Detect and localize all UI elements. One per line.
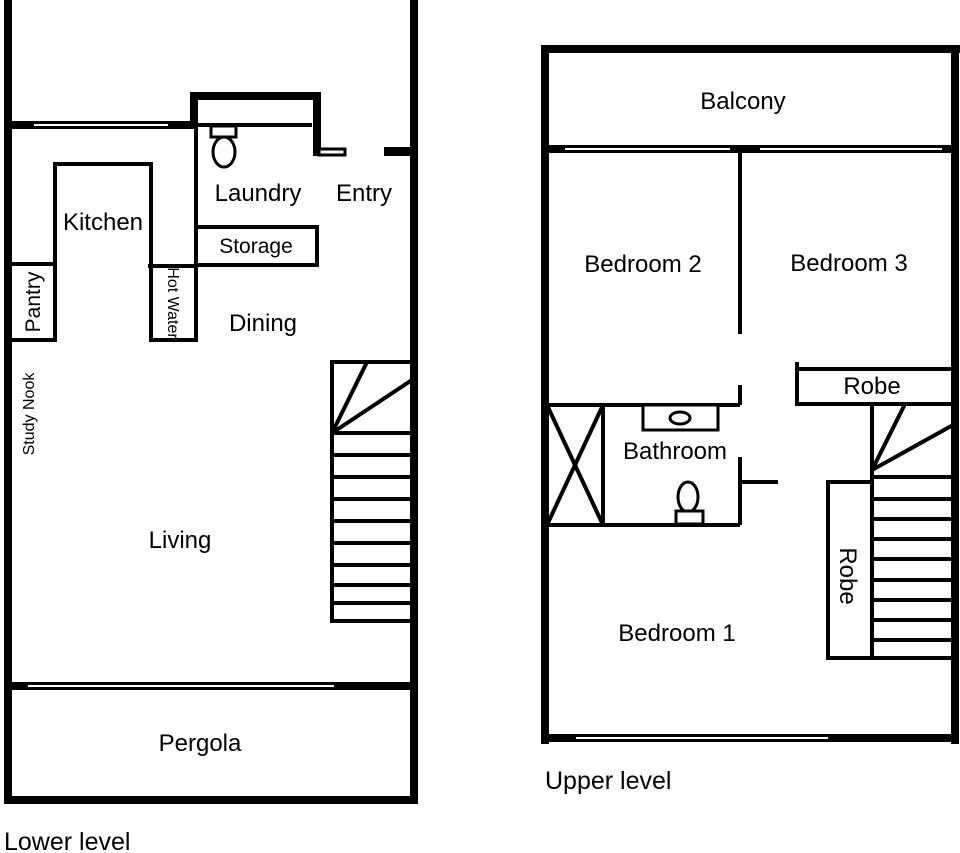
lower-top-window [8, 121, 196, 129]
upper-level-plan: Balcony Bedroom 2 Bedroom 3 Robe Bathroo… [541, 45, 960, 795]
pergola-window [8, 682, 414, 690]
room-label-bedroom-3: Bedroom 3 [790, 250, 907, 277]
shower-box [545, 403, 605, 527]
room-label-pantry: Pantry [22, 271, 45, 332]
room-label-dining: Dining [229, 310, 297, 337]
room-label-bathroom: Bathroom [623, 438, 727, 465]
room-label-storage: Storage [219, 235, 293, 258]
laundry-wall [190, 92, 321, 156]
pantry-box [10, 262, 57, 342]
lower-level-plan: Kitchen Laundry Entry Storage Pantry Hot… [4, 0, 418, 853]
robe-top-box [795, 362, 955, 406]
room-label-laundry: Laundry [215, 180, 302, 207]
upper-level-caption: Upper level [545, 767, 671, 795]
room-label-robe-top: Robe [843, 373, 900, 400]
room-label-pergola: Pergola [159, 730, 242, 757]
lower-stairs [330, 360, 414, 623]
robe-side-box [826, 480, 874, 660]
bathroom-toilet-fixture [674, 480, 705, 526]
room-label-kitchen: Kitchen [63, 209, 143, 236]
upper-bottom-window [545, 734, 959, 742]
balcony-windows [545, 145, 959, 153]
storage-box [194, 225, 319, 267]
room-label-bedroom-1: Bedroom 1 [618, 620, 735, 647]
room-label-bedroom-2: Bedroom 2 [584, 251, 701, 278]
room-label-hot-water: Hot Water [164, 267, 181, 339]
room-label-balcony: Balcony [700, 88, 785, 115]
room-label-study-nook: Study Nook [21, 372, 38, 456]
room-label-robe-side: Robe [834, 547, 861, 604]
bathroom-basin-fixture [641, 403, 720, 432]
entry-door [317, 147, 414, 157]
room-label-living: Living [149, 527, 212, 554]
room-label-entry: Entry [336, 180, 392, 207]
kitchen-box [53, 162, 198, 342]
lower-level-caption: Lower level [4, 828, 130, 853]
upper-stairs [870, 403, 954, 660]
laundry-toilet-fixture [209, 124, 238, 169]
